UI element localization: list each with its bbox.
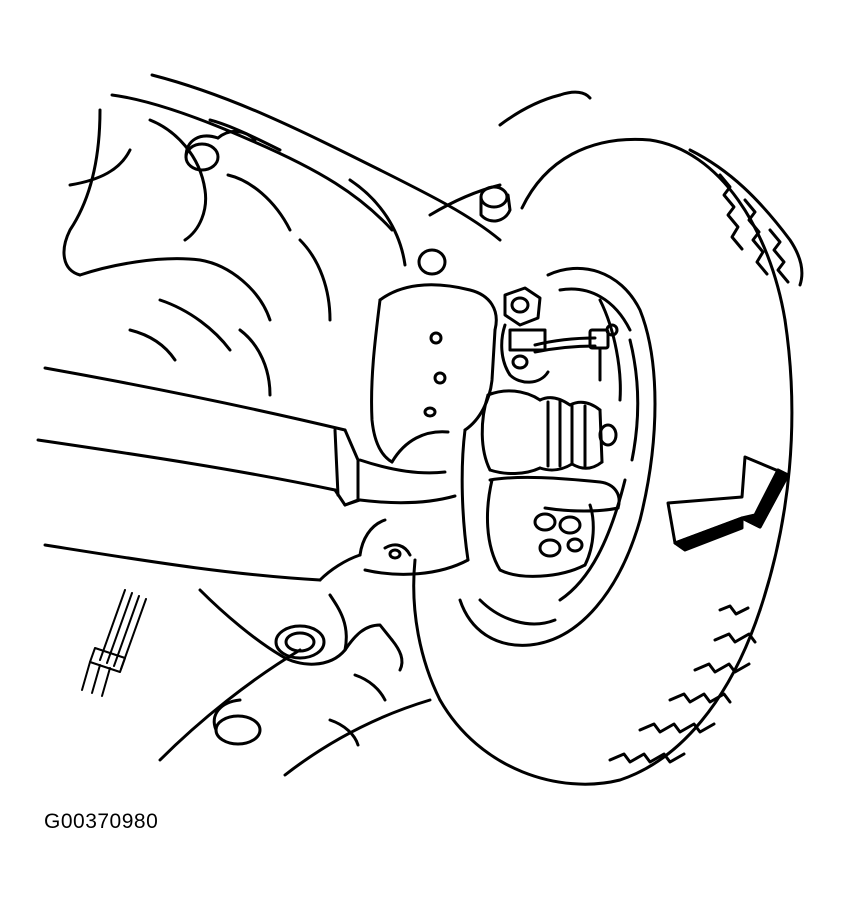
figure-id-label: G00370980 bbox=[44, 810, 159, 833]
spindle-plate bbox=[485, 475, 621, 578]
axle-beam bbox=[36, 366, 457, 582]
hatch-detail bbox=[81, 589, 147, 697]
brake-drum bbox=[458, 267, 657, 647]
axle-bracket bbox=[358, 283, 498, 576]
tire bbox=[412, 137, 804, 786]
floor-pan bbox=[158, 648, 432, 777]
trailing-arm-bushing bbox=[198, 588, 404, 672]
mounting-bolt bbox=[500, 286, 550, 384]
shock-absorber-boot bbox=[480, 389, 618, 475]
vehicle-underbody bbox=[62, 73, 592, 397]
arrow-up-right-icon bbox=[666, 455, 790, 552]
